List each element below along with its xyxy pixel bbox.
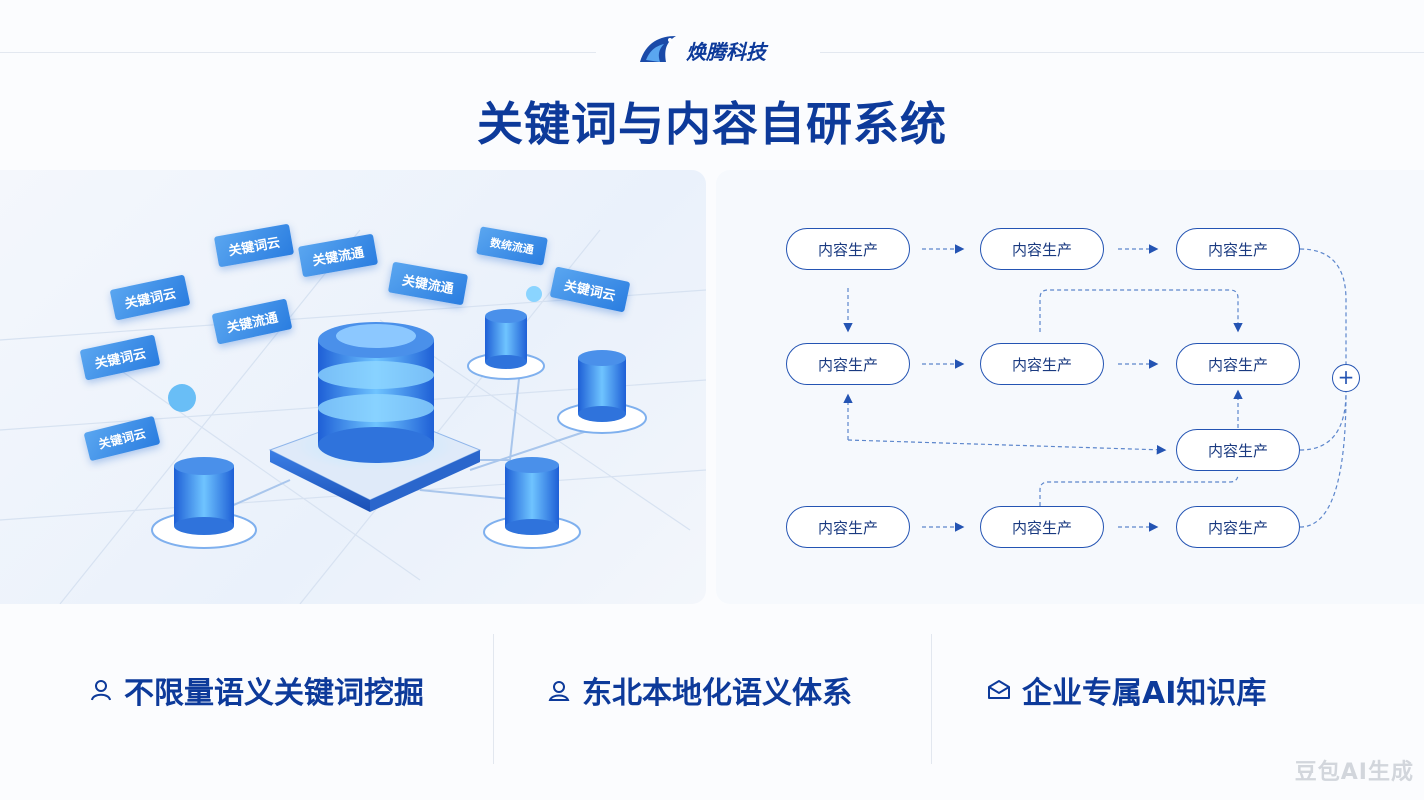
small-database-icon (151, 457, 257, 549)
flow-node: 内容生产 (980, 343, 1104, 385)
small-database-icon (557, 350, 647, 434)
feature-label: 不限量语义关键词挖掘 (124, 676, 424, 711)
brand-logo-icon (640, 36, 676, 62)
header-divider-right (820, 52, 1424, 53)
flow-node: 内容生产 (980, 228, 1104, 270)
brand-name: 焕腾科技 (686, 39, 766, 64)
page-title: 关键词与内容自研系统 (477, 97, 947, 151)
watermark: 豆包AI生成 (1294, 760, 1414, 785)
flow-node: 内容生产 (1176, 506, 1300, 548)
feature-label: 东北本地化语义体系 (582, 676, 852, 711)
flow-node: 内容生产 (786, 506, 910, 548)
user-outline-icon (91, 680, 111, 701)
flow-node: 内容生产 (980, 506, 1104, 548)
feature-item: 不限量语义关键词挖掘 (88, 668, 424, 712)
database-illustration (0, 229, 706, 604)
feature-divider (493, 634, 494, 764)
plus-icon: + (1332, 364, 1360, 392)
small-database-icon (483, 457, 581, 549)
header-divider-left (0, 52, 596, 53)
person-circle-icon (548, 681, 570, 701)
small-database-icon (467, 309, 545, 380)
feature-label: 企业专属AI知识库 (1022, 676, 1267, 711)
flow-node: 内容生产 (786, 228, 910, 270)
flow-node: 内容生产 (1176, 429, 1300, 471)
box-icon (988, 680, 1010, 699)
flow-node: 内容生产 (786, 343, 910, 385)
orb-icon (168, 384, 196, 412)
flow-node: 内容生产 (1176, 343, 1300, 385)
feature-item: 东北本地化语义体系 (546, 668, 852, 712)
feature-item: 企业专属AI知识库 (986, 668, 1266, 712)
brand: 焕腾科技 (636, 32, 766, 68)
central-database-icon (268, 322, 482, 512)
feature-divider (931, 634, 932, 764)
orb-icon (526, 286, 542, 302)
illustration-panel: 关键词云 关键词云 关键流通 关键流通 关键词云 关键词云 关键流通 数统流通 … (0, 170, 706, 604)
flow-node: 内容生产 (1176, 228, 1300, 270)
